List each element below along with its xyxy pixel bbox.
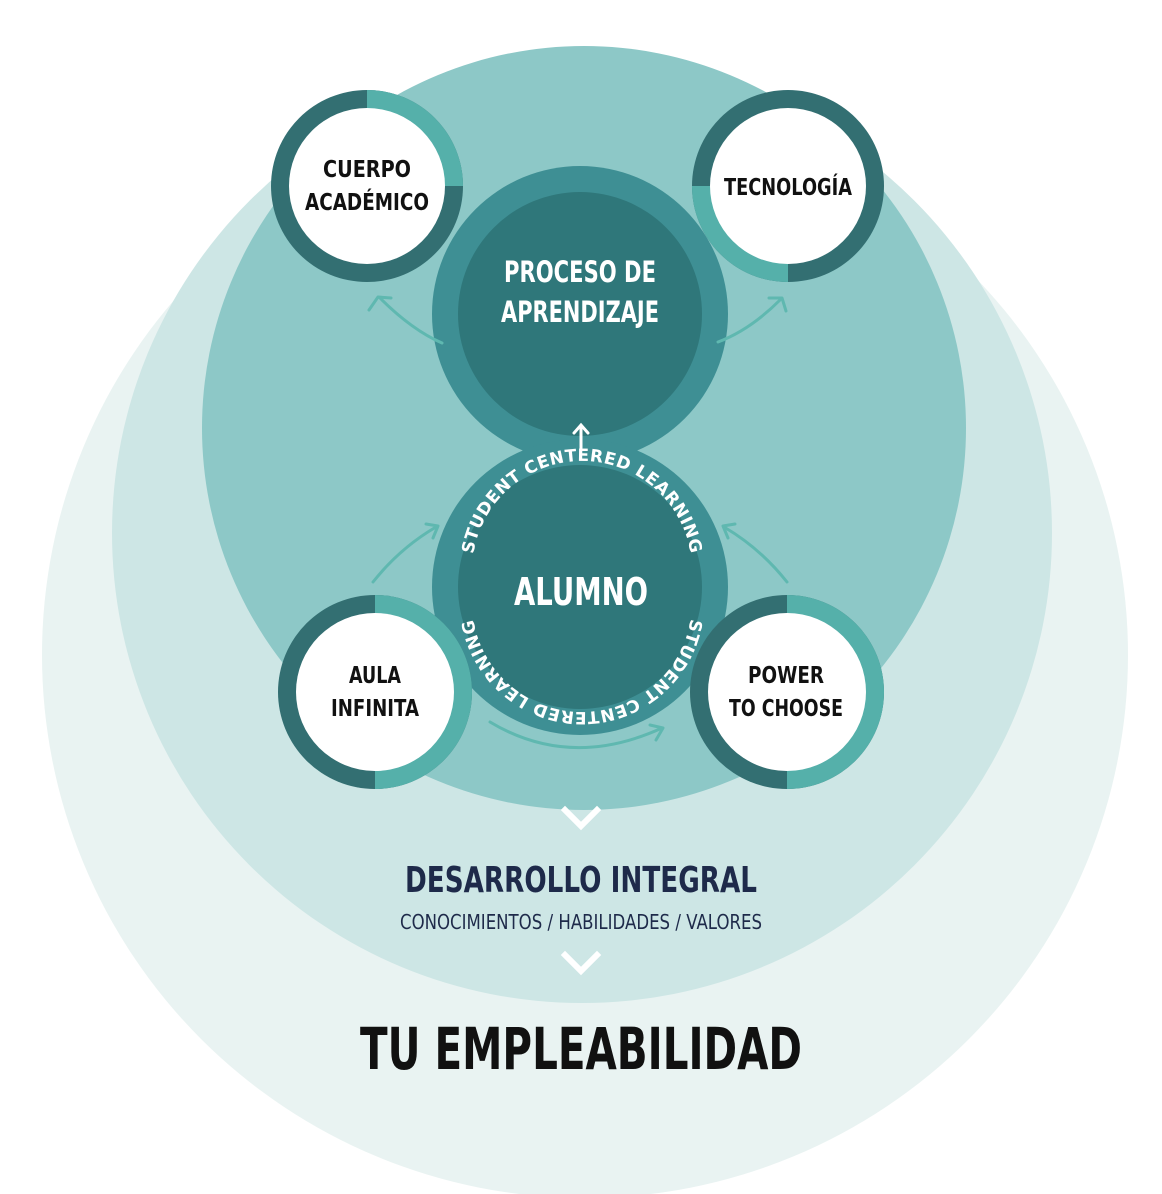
node-label-tecnologia: TECNOLOGÍA: [724, 173, 852, 201]
node-label-cuerpo: CUERPO: [323, 157, 411, 183]
development-title: DESARROLLO INTEGRAL: [405, 860, 757, 901]
curved-arrow-icon: [371, 525, 438, 584]
node-label-power: POWER: [748, 663, 824, 689]
node-label-academico: ACADÉMICO: [305, 188, 429, 216]
arrowhead-icon: [721, 522, 737, 540]
process-title-line2: APRENDIZAJE: [501, 295, 659, 329]
development-subtitle: CONOCIMIENTOS / HABILIDADES / VALORES: [400, 910, 762, 934]
chevron-down-icon: [560, 950, 602, 976]
curved-arrow-icon: [722, 525, 789, 584]
node-tecnologia: [692, 90, 884, 282]
process-title-line1: PROCESO DE: [504, 255, 656, 289]
node-cuerpo-academico: [271, 90, 463, 282]
node-label-aula: AULA: [349, 663, 401, 689]
employability-title: TU EMPLEABILIDAD: [360, 1015, 802, 1083]
node-label-to-choose: TO CHOOSE: [729, 696, 843, 722]
arrow-up-icon: [572, 422, 590, 450]
alumno-title: ALUMNO: [514, 570, 648, 614]
curved-arrow-icon: [488, 720, 664, 749]
arrowhead-icon: [424, 522, 440, 540]
arrowhead-icon: [367, 295, 393, 312]
arrowhead-icon: [767, 296, 788, 313]
curved-arrow-icon: [378, 296, 444, 345]
node-aula-infinita: [278, 595, 472, 789]
curved-arrow-icon: [716, 298, 782, 344]
chevron-down-icon: [560, 805, 602, 831]
node-label-infinita: INFINITA: [331, 696, 419, 722]
node-power-to-choose: [690, 595, 884, 789]
alumno-core: [458, 465, 702, 709]
process-core: [458, 192, 702, 436]
arrowhead-icon: [648, 723, 665, 742]
